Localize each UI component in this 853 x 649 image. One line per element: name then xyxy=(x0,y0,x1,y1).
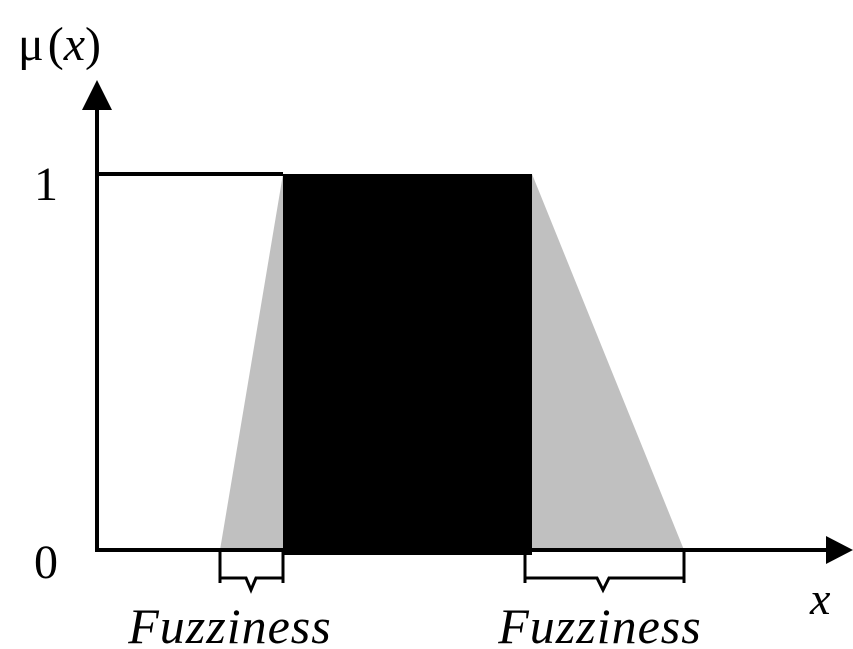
x-axis-label: x xyxy=(809,573,831,624)
left-fuzziness-label: Fuzziness xyxy=(127,598,331,649)
right-fuzzy-region xyxy=(532,174,684,550)
left-fuzziness-bracket xyxy=(218,550,285,594)
y-axis-label-mu: μ xyxy=(18,18,44,71)
tick-label-zero: 0 xyxy=(34,536,58,589)
y-axis-label: μ(x) xyxy=(18,18,101,71)
x-axis-arrow xyxy=(826,536,853,564)
right-fuzziness-bracket xyxy=(523,550,686,594)
y-axis-label-x: x xyxy=(63,18,85,71)
tick-label-one: 1 xyxy=(34,158,58,211)
core-region xyxy=(283,174,532,555)
left-fuzzy-region xyxy=(220,174,283,550)
right-fuzziness-label: Fuzziness xyxy=(497,598,701,649)
y-axis-arrow xyxy=(82,80,112,110)
